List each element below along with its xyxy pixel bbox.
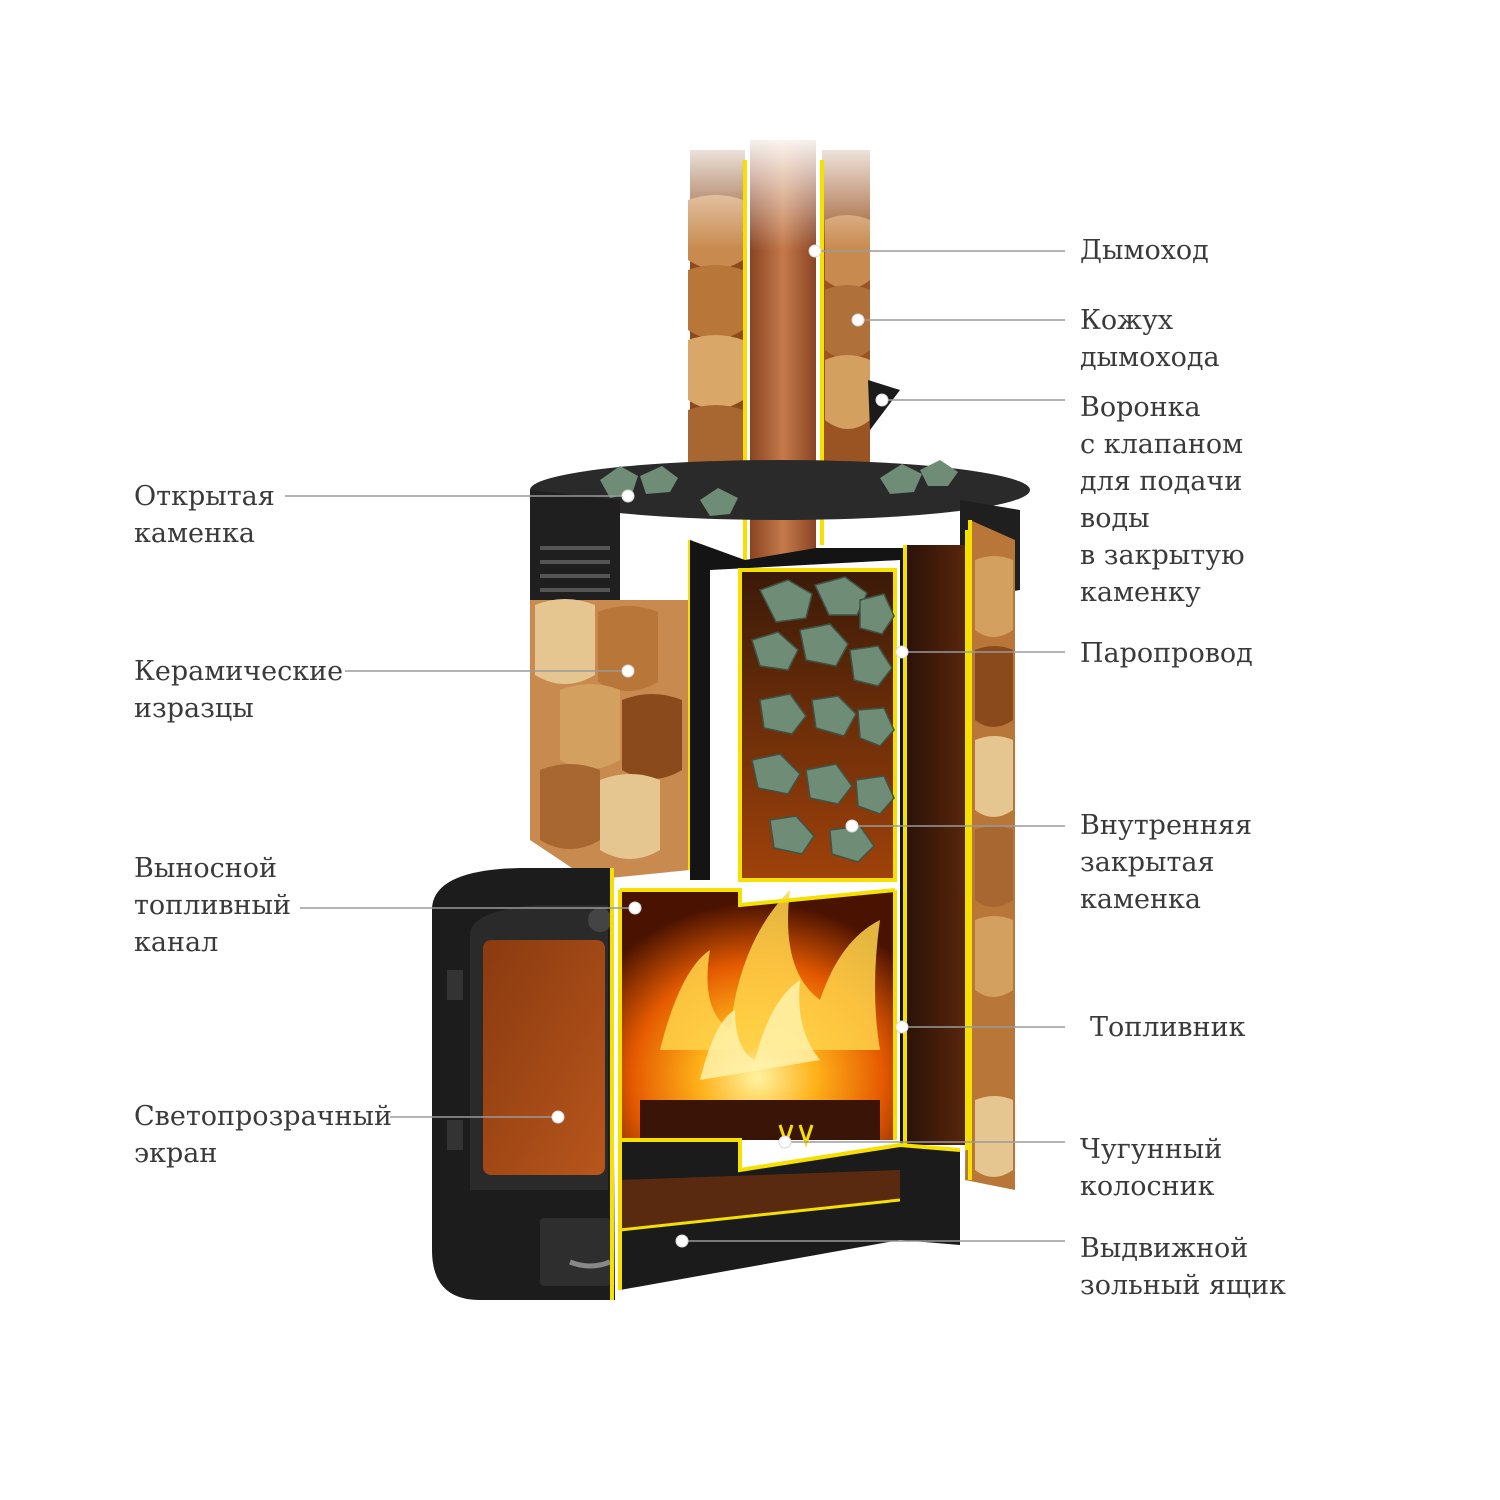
leader-dots [551,244,909,1248]
firebox-chamber [620,888,897,1140]
grate-and-ashpit [619,1124,961,1290]
label-chimney: Дымоход [1080,235,1209,266]
label-firebox: Топливник [1090,1012,1246,1043]
fuel-channel-door [432,868,622,1300]
ceramic-tile-right [965,520,1015,1190]
ceramic-tile-body [530,540,692,880]
glass-screen-pane [483,940,605,1175]
leader-lines [285,250,1065,1242]
label-steam-duct: Паропровод [1080,638,1253,669]
closed-heater-chamber [738,568,897,882]
